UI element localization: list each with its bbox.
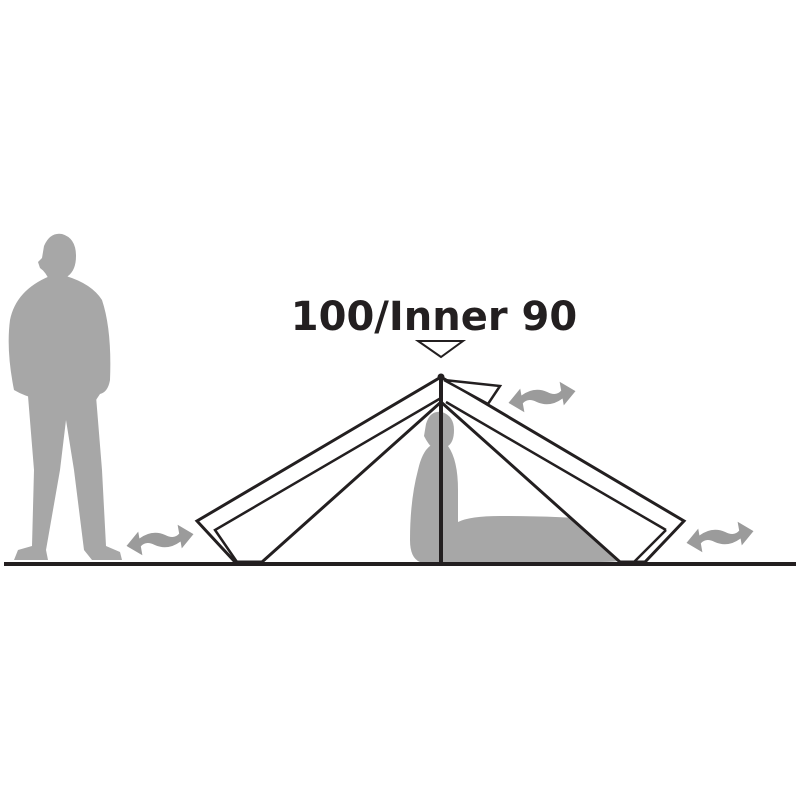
ventilation-arrows xyxy=(126,381,754,556)
standing-person-silhouette xyxy=(8,233,122,560)
tent-inner-left xyxy=(213,396,442,563)
vent-arrow-right xyxy=(686,521,754,553)
tent-inner-right xyxy=(445,400,667,532)
tent-inner xyxy=(633,529,667,563)
pole-tip xyxy=(437,373,445,381)
vent-flap xyxy=(443,378,503,406)
vent-arrow-top xyxy=(508,381,576,413)
height-label: 100/Inner 90 xyxy=(291,294,577,340)
height-marker-triangle xyxy=(414,340,467,359)
vent-arrow-left xyxy=(126,524,194,556)
